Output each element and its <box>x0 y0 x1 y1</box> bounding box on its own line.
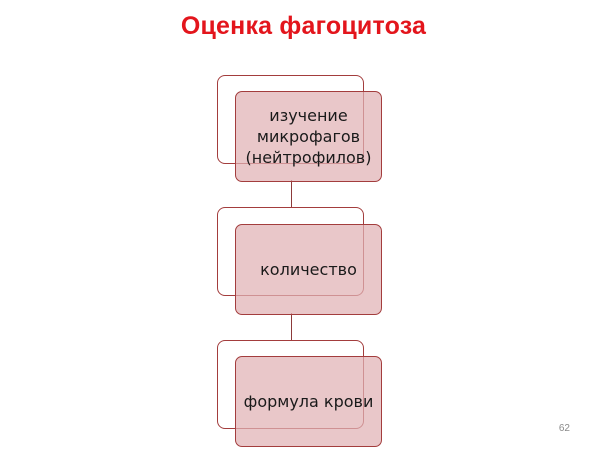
node-label-quantity: количество <box>260 260 357 279</box>
slide-title: Оценка фагоцитоза <box>180 12 427 40</box>
node-quantity: количество <box>235 224 382 315</box>
node-microphages: изучение микрофагов (нейтрофилов) <box>235 91 382 182</box>
node-label-microphages: изучение микрофагов (нейтрофилов) <box>245 106 372 167</box>
connector-line-1 <box>291 180 292 210</box>
connector-line-2 <box>291 313 292 343</box>
node-label-blood-formula: формула крови <box>243 392 374 411</box>
node-blood-formula: формула крови <box>235 356 382 447</box>
page-number: 62 <box>558 423 570 434</box>
